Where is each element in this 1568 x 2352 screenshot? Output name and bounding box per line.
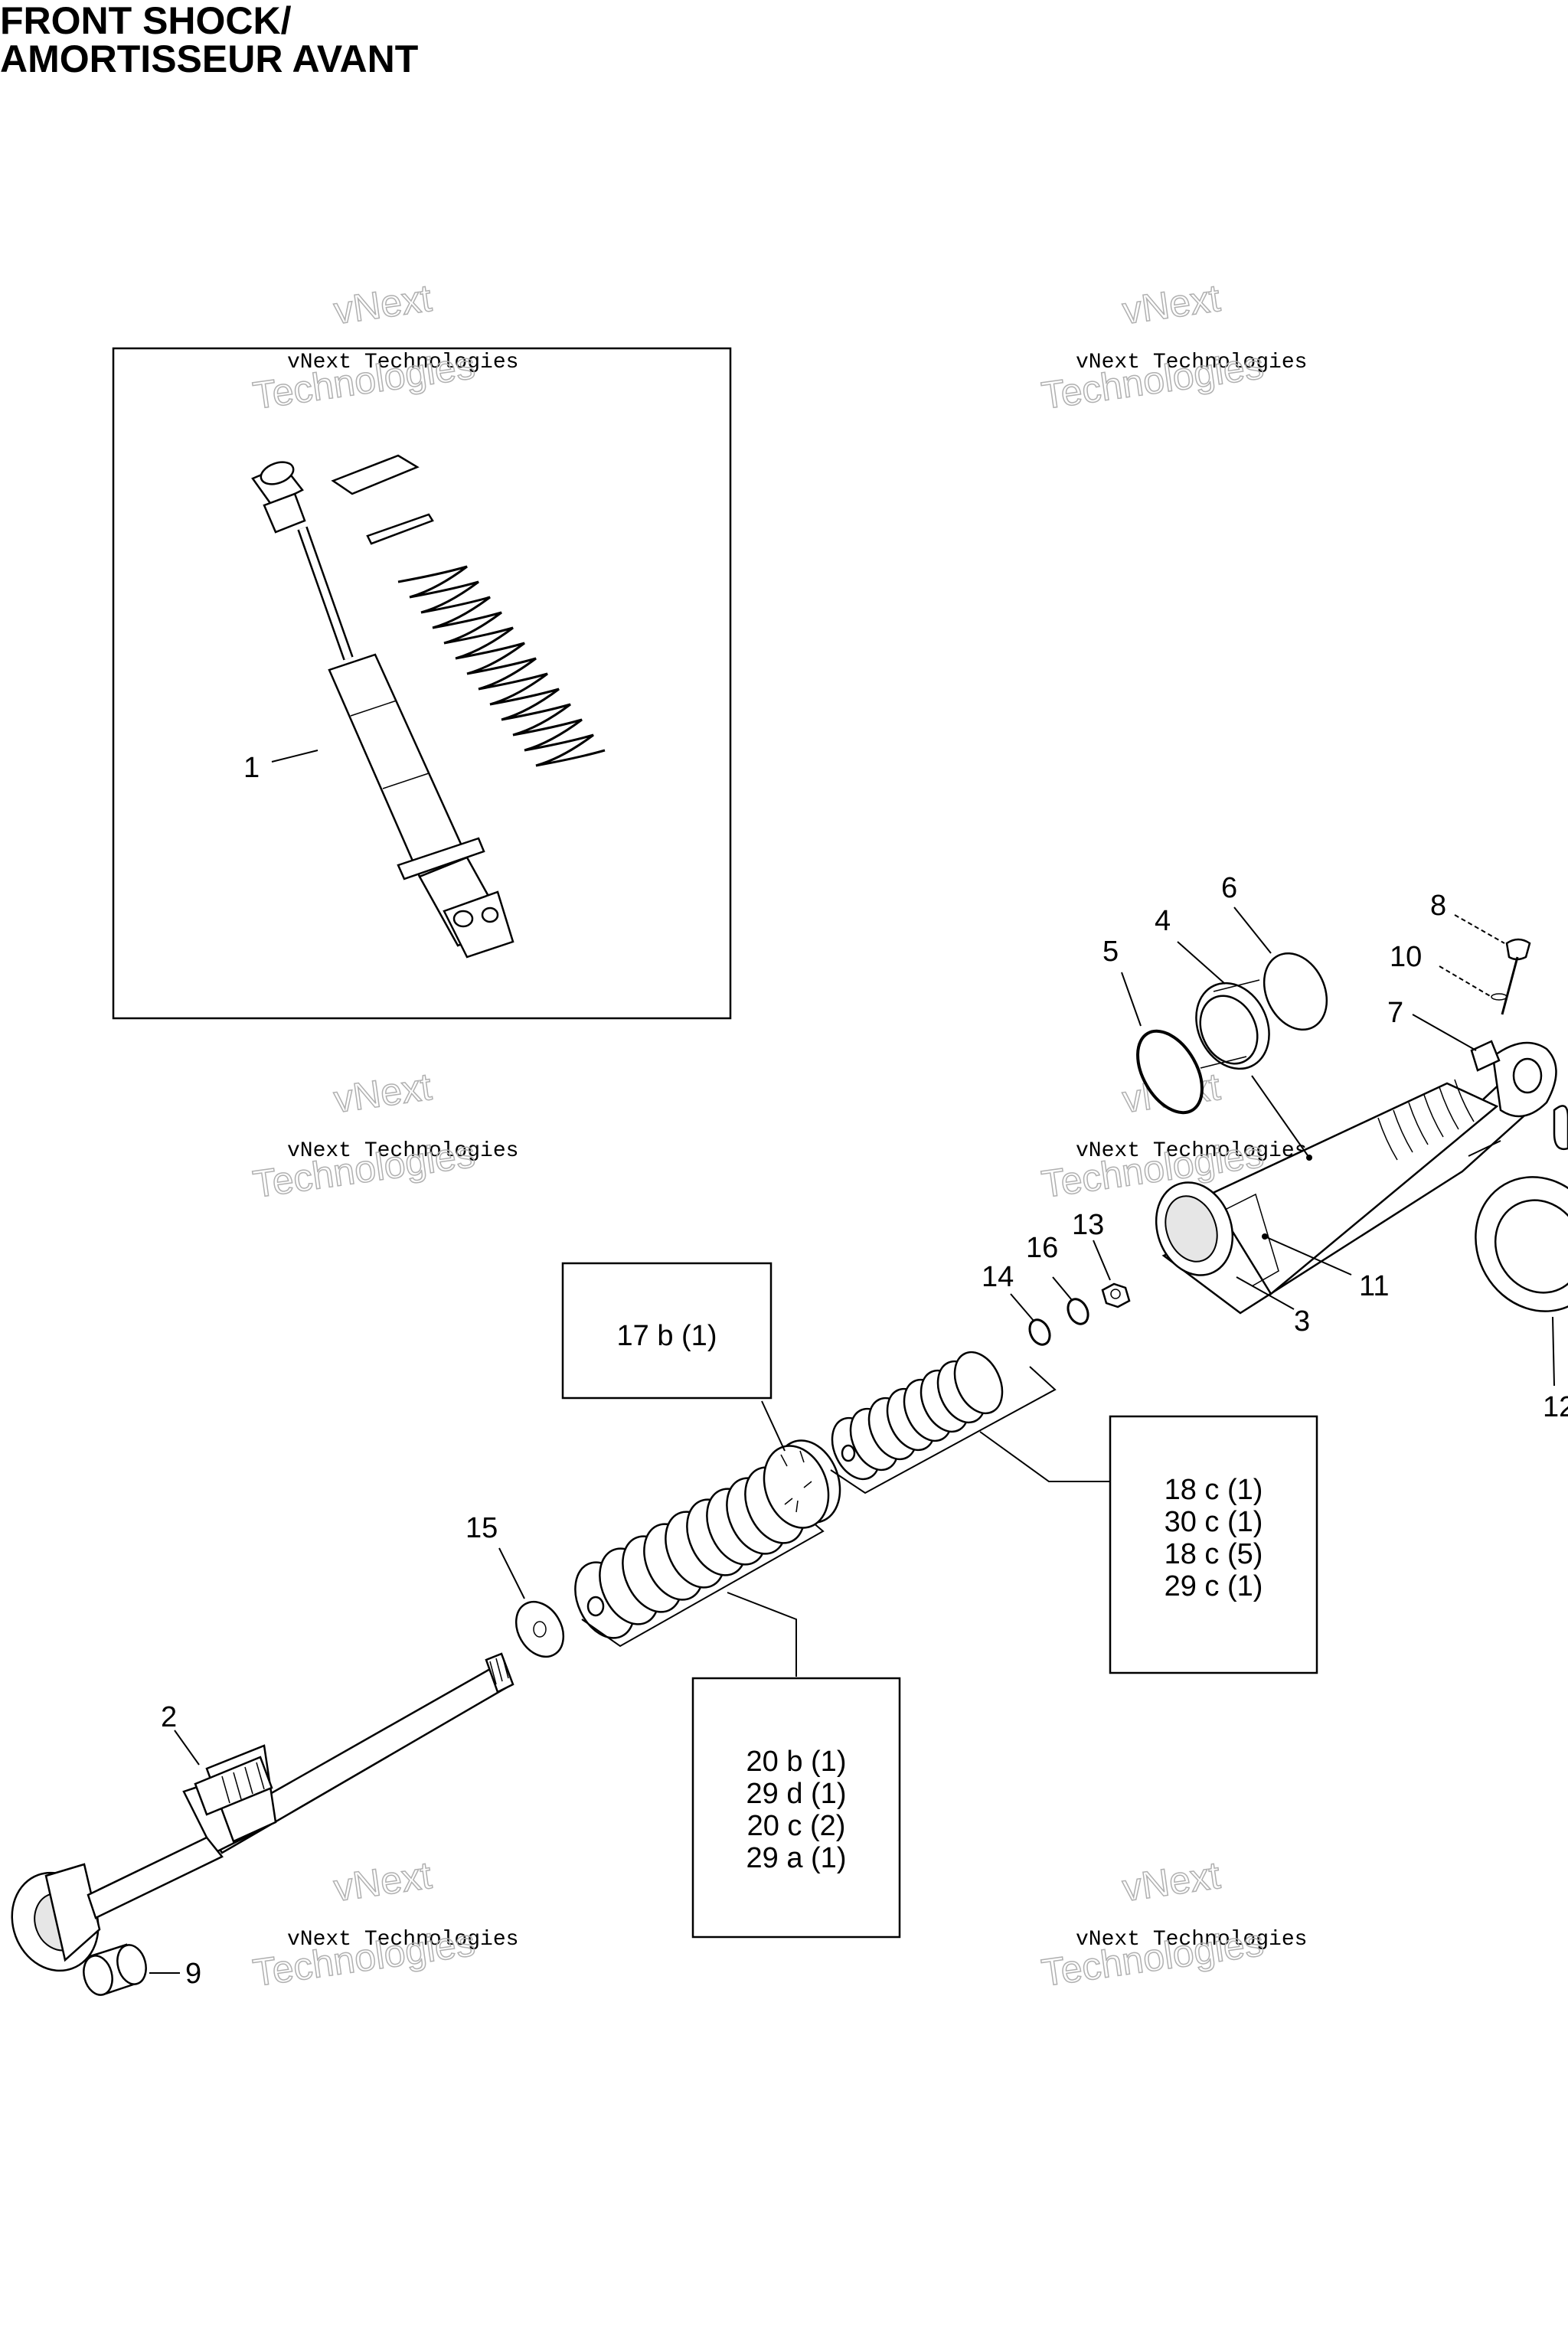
box-20-line-3: 20 c (2) — [747, 1810, 846, 1842]
watermark: vNext vNext Technologies Technologies — [250, 276, 518, 418]
o-ring-part-5 — [1136, 1029, 1204, 1115]
leader-line — [979, 1431, 1112, 1482]
svg-text:vNext Technologies: vNext Technologies — [1076, 1139, 1307, 1163]
leader-line — [174, 1730, 200, 1766]
svg-text:vNext: vNext — [1120, 1854, 1223, 1909]
box-18-line-2: 30 c (1) — [1165, 1506, 1263, 1538]
reference-box-18: 18 c (1) 30 c (1) 18 c (5) 29 c (1) — [1109, 1415, 1318, 1674]
svg-text:vNext Technologies: vNext Technologies — [287, 351, 518, 374]
svg-text:vNext Technologies: vNext Technologies — [1076, 1928, 1307, 1952]
watermark: vNext vNext Technologies Technologies — [1038, 1853, 1307, 1995]
callout-6: 6 — [1221, 872, 1237, 904]
callout-2: 2 — [161, 1701, 177, 1733]
callout-12: 12 — [1543, 1391, 1568, 1423]
bracket-line — [830, 1366, 1057, 1494]
leader-line — [727, 1592, 797, 1677]
inset-frame — [112, 347, 732, 1020]
leader-line — [1121, 972, 1142, 1027]
o-ring-part-10 — [1491, 993, 1508, 1001]
reference-box-20: 20 b (1) 29 d (1) 20 c (2) 29 a (1) — [691, 1677, 901, 1939]
disc-part-6 — [1263, 952, 1328, 1031]
watermark: vNext vNext Technologies Technologies — [250, 1853, 518, 1995]
washer-part-16 — [1067, 1298, 1089, 1325]
leader-line — [1236, 1276, 1295, 1310]
leader-line — [1233, 906, 1272, 954]
callout-4: 4 — [1155, 905, 1171, 937]
leader-line — [271, 750, 318, 763]
callout-13: 13 — [1072, 1209, 1104, 1241]
leader-line — [1552, 1316, 1555, 1387]
watermark: vNext vNext Technologies Technologies — [250, 1064, 518, 1207]
nut-part-13 — [1101, 1282, 1131, 1308]
ring-part-12 — [1475, 1105, 1568, 1312]
complete-shock-assembly — [251, 454, 606, 959]
callout-11: 11 — [1359, 1270, 1389, 1302]
bushing-part-9 — [83, 1943, 147, 1996]
svg-text:vNext: vNext — [332, 1065, 434, 1121]
callout-7: 7 — [1387, 997, 1403, 1029]
callout-16: 16 — [1026, 1232, 1058, 1264]
svg-text:vNext Technologies: vNext Technologies — [287, 1928, 518, 1952]
callout-5: 5 — [1102, 936, 1119, 968]
leader-line — [761, 1400, 786, 1452]
page-title: FRONT SHOCK/ AMORTISSEUR AVANT — [0, 2, 418, 78]
title-line-1: FRONT SHOCK/ — [0, 0, 292, 42]
washer-part-15 — [514, 1600, 565, 1658]
box-20-line-2: 29 d (1) — [746, 1778, 847, 1810]
leader-line — [1264, 1236, 1352, 1276]
callout-3: 3 — [1294, 1305, 1310, 1338]
leader-line — [1052, 1276, 1073, 1301]
svg-text:vNext: vNext — [332, 1854, 434, 1909]
box-18-line-1: 18 c (1) — [1165, 1474, 1263, 1506]
svg-text:vNext: vNext — [1120, 276, 1223, 332]
callout-14: 14 — [982, 1261, 1014, 1293]
upper-shim-stack — [831, 1351, 1004, 1481]
callout-10: 10 — [1390, 941, 1422, 973]
callout-15: 15 — [466, 1512, 498, 1544]
cap-part-4 — [1195, 979, 1270, 1070]
leader-line — [1093, 1240, 1111, 1281]
box-18-line-4: 29 c (1) — [1165, 1570, 1263, 1602]
reference-box-17: 17 b (1) — [561, 1262, 773, 1400]
svg-text:vNext Technologies: vNext Technologies — [287, 1139, 518, 1163]
washer-part-14 — [1028, 1318, 1051, 1346]
box-20-line-1: 20 b (1) — [746, 1746, 847, 1778]
shaft-part-2 — [11, 1652, 514, 1972]
leader-line — [1468, 1140, 1501, 1157]
svg-text:vNext Technologies: vNext Technologies — [1076, 351, 1307, 374]
callout-1: 1 — [243, 752, 260, 784]
washer-hole — [533, 1621, 547, 1638]
shock-body-cylinder — [1155, 1040, 1557, 1315]
lower-shim-stack — [574, 1466, 805, 1639]
callout-8: 8 — [1430, 890, 1446, 922]
title-line-2: AMORTISSEUR AVANT — [0, 38, 419, 80]
piston-part-17 — [763, 1439, 841, 1529]
box-18-line-3: 18 c (5) — [1165, 1538, 1263, 1570]
callout-9: 9 — [185, 1958, 201, 1990]
box-20-line-4: 29 a (1) — [746, 1842, 847, 1874]
leader-line — [1010, 1293, 1034, 1321]
leader-line — [1412, 1014, 1477, 1051]
leader-line — [1251, 1075, 1310, 1158]
leader-line — [1177, 941, 1226, 985]
box-17-line-1: 17 b (1) — [617, 1320, 717, 1352]
leader-line — [1439, 965, 1492, 998]
svg-text:vNext: vNext — [332, 276, 434, 332]
leader-line — [498, 1547, 525, 1599]
valve-part-8 — [1501, 938, 1531, 1015]
watermark: vNext vNext Technologies Technologies — [1038, 276, 1307, 418]
leader-line — [1454, 914, 1505, 944]
